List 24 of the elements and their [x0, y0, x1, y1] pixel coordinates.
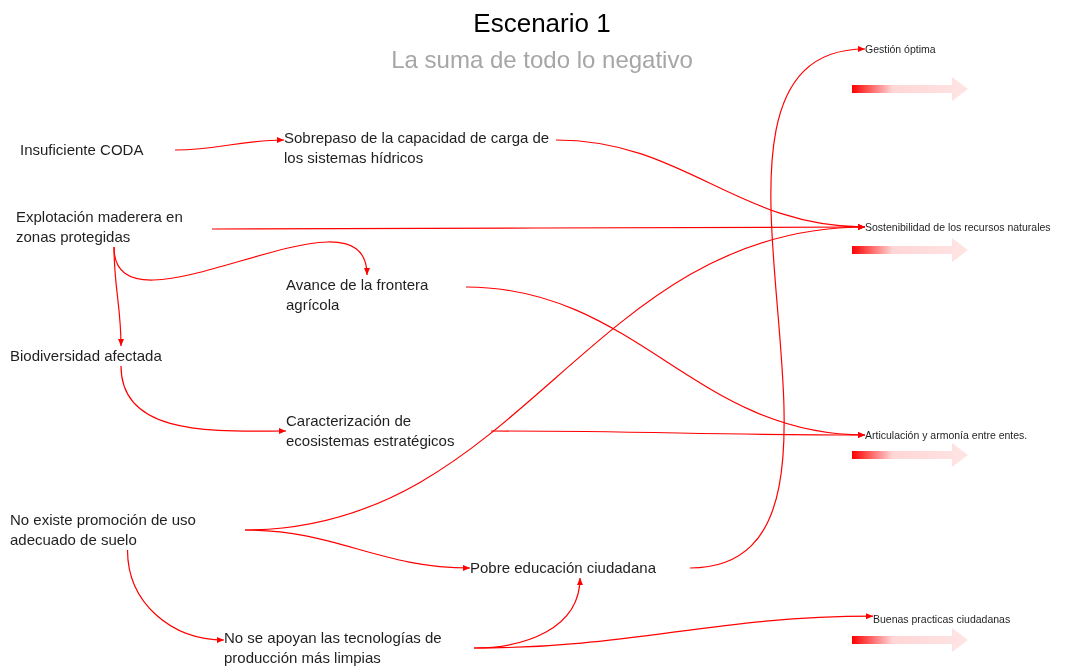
node-text: Gestión óptima — [865, 42, 975, 56]
node-text: Explotación maderera en zonas protegidas — [16, 207, 212, 247]
node-text: Insuficiente CODA — [20, 140, 175, 160]
arrow — [174, 137, 285, 151]
node-text: Pobre educación ciudadana — [470, 558, 690, 578]
node-text: Articulación y armonía entre entes. — [865, 428, 1075, 442]
arrow — [490, 430, 866, 438]
subtitle: La suma de todo lo negativo — [390, 45, 694, 75]
node-text: No se apoyan las tecnologías de producción más limpias — [224, 628, 474, 668]
title: Escenario 1 — [472, 7, 612, 40]
node-text: Avance de la frontera agrícola — [286, 275, 466, 315]
node-text: Sobrepaso de la capacidad de carga de los sistemas hídricos — [284, 128, 556, 168]
node-text: Buenas practicas ciudadanas — [873, 612, 1043, 626]
arrow — [113, 246, 124, 347]
node-text: No existe promoción de uso adecuado de suelo — [10, 510, 245, 550]
node-text: Sostenibilidad de los recursos naturales — [865, 220, 1091, 234]
arrow — [244, 529, 471, 571]
node-text: Caracterización de ecosistemas estratégicos — [286, 411, 491, 451]
arrow — [113, 241, 369, 281]
arrow — [126, 549, 225, 643]
arrow — [120, 365, 287, 435]
arrow — [689, 47, 866, 569]
node-text: Biodiversidad afectada — [10, 346, 195, 366]
arrow — [473, 613, 874, 649]
